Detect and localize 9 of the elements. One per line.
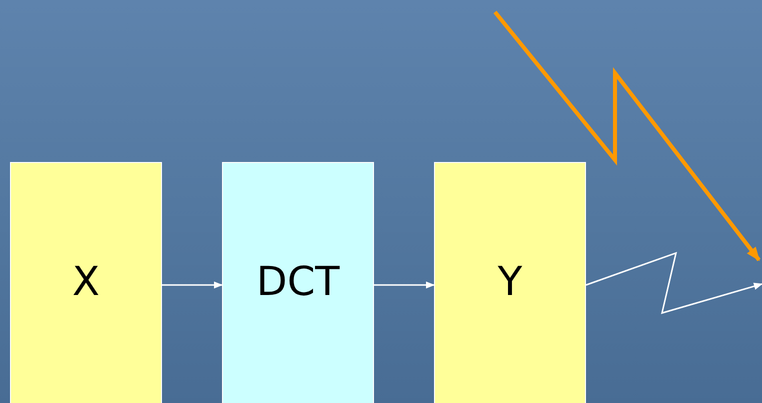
process-box [434, 162, 586, 403]
arrow [586, 252, 762, 314]
box-label: Y [498, 259, 522, 305]
process-box [10, 162, 162, 403]
process-box [222, 162, 374, 403]
arrow [162, 281, 223, 289]
arrow [374, 281, 435, 289]
box-label: DCT [256, 259, 340, 305]
box-label: X [72, 259, 100, 305]
